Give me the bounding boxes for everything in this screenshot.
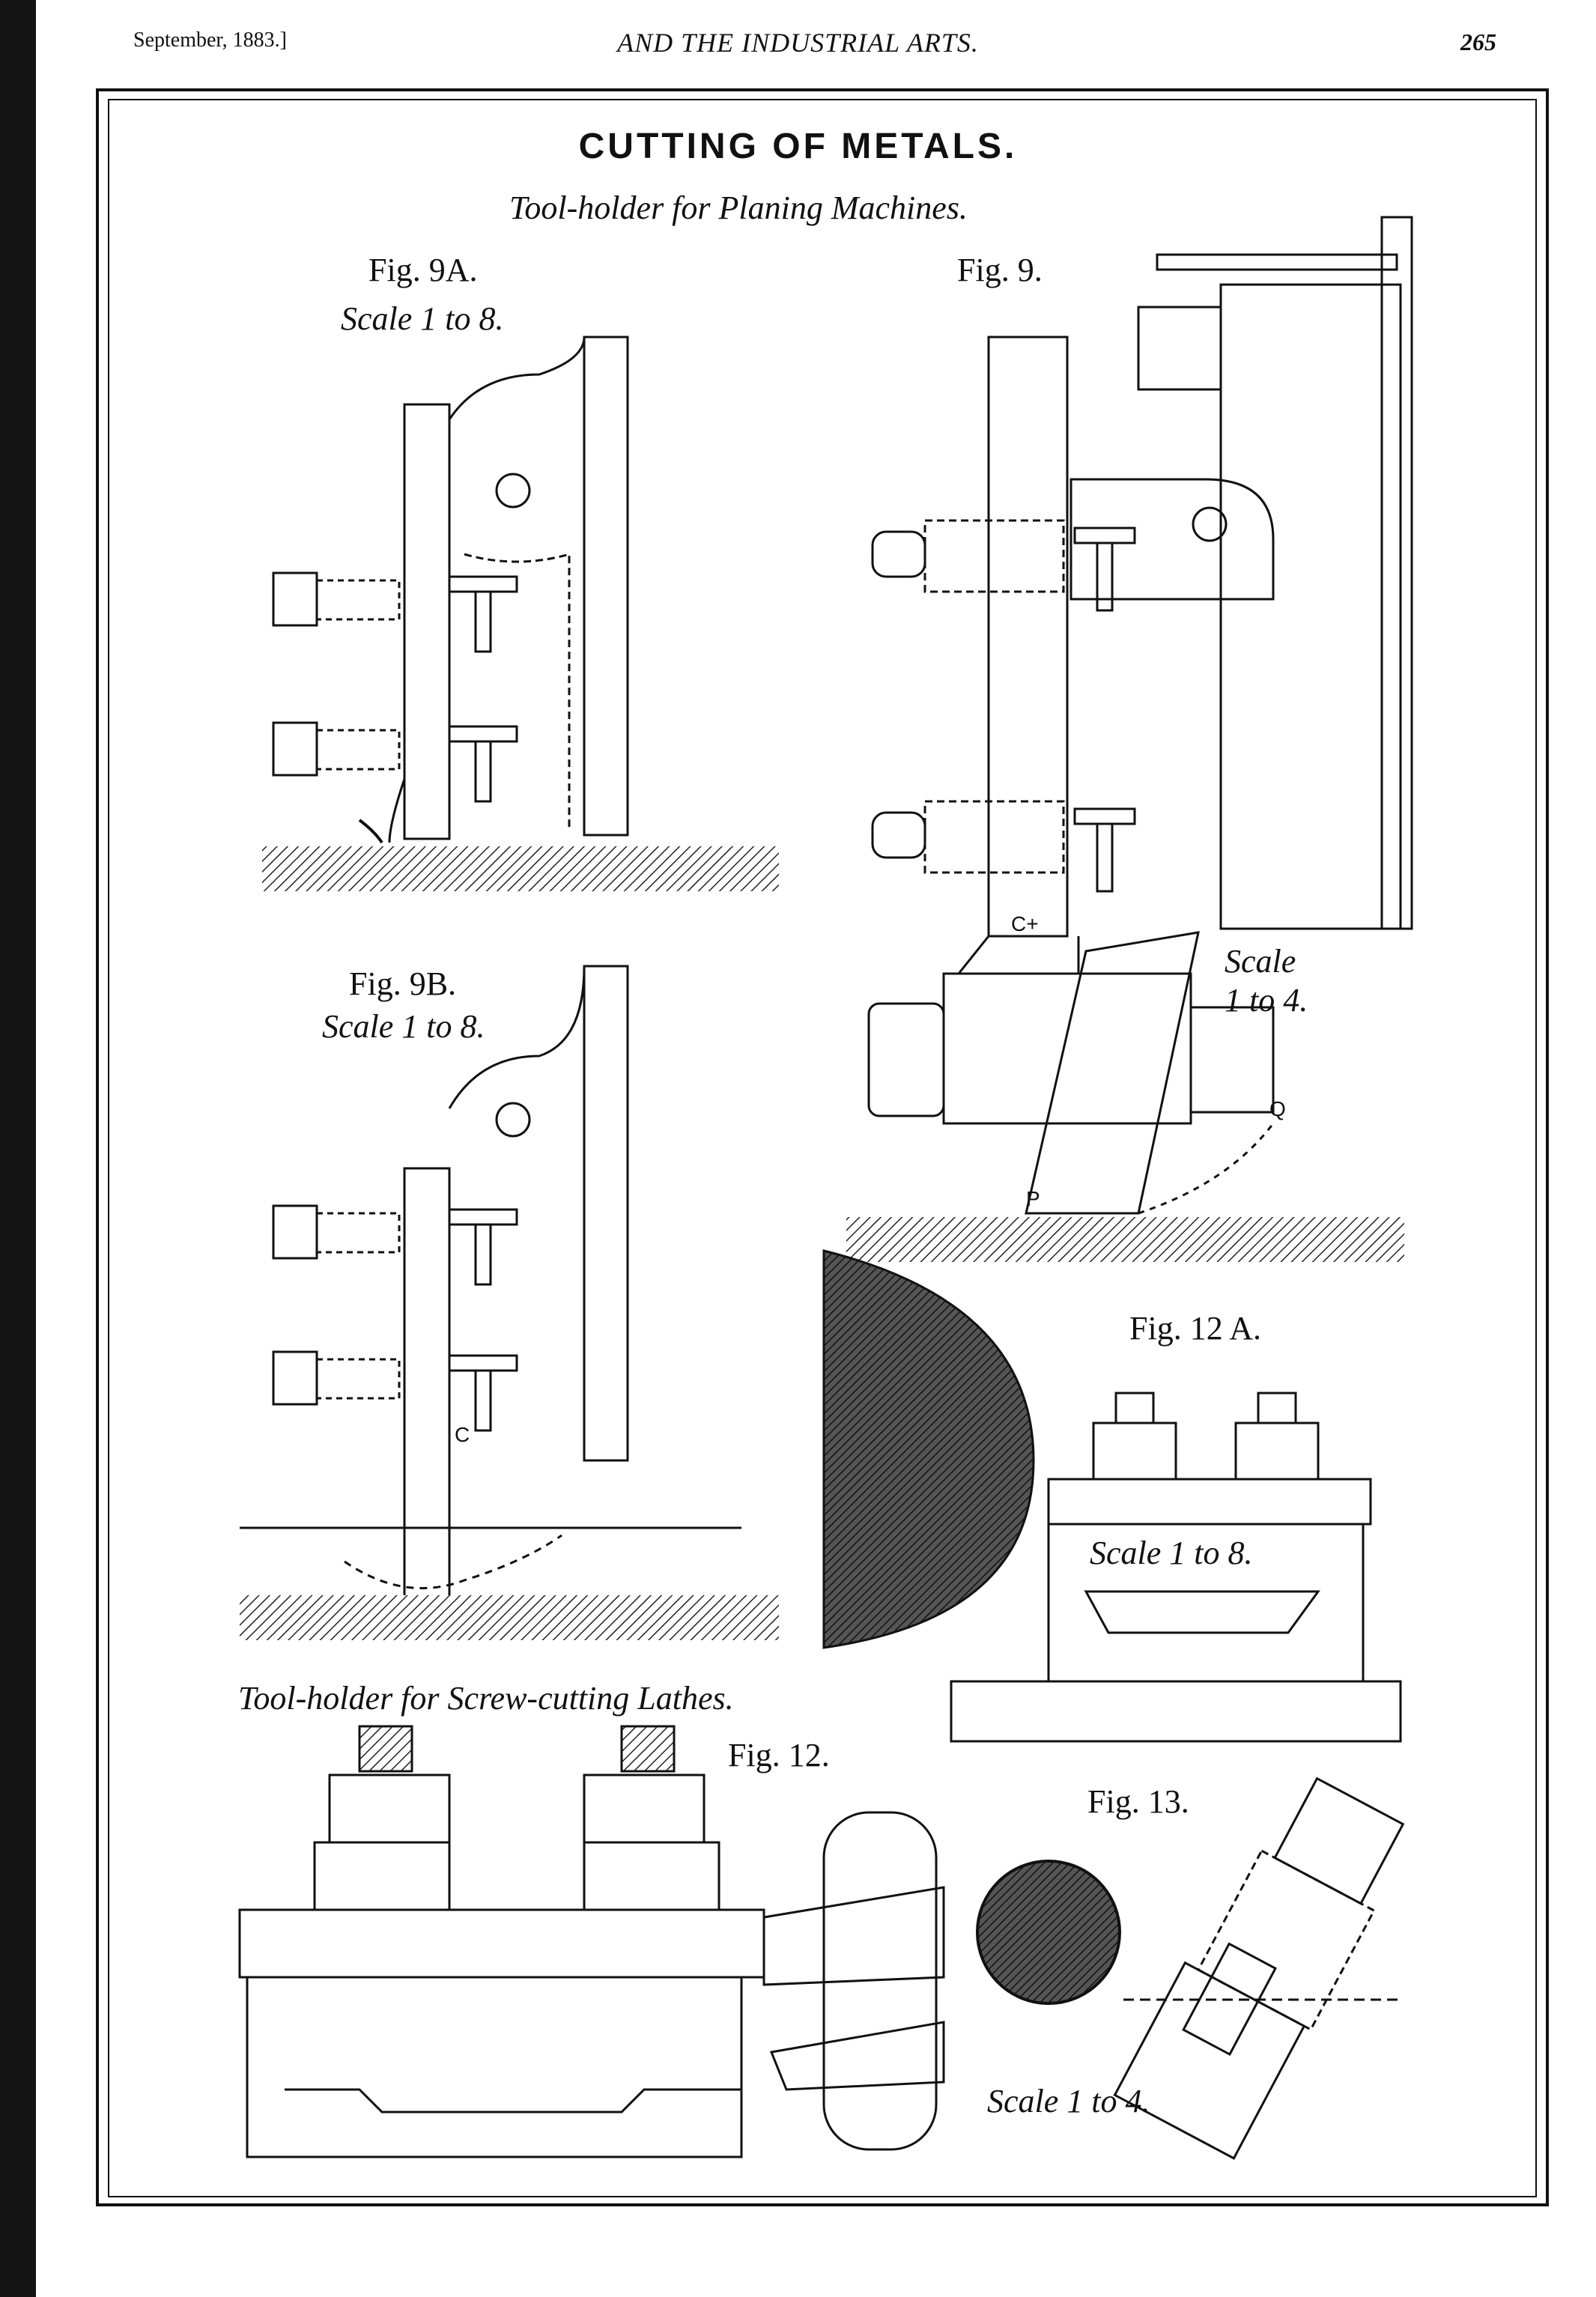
fig9-mark-c-plus: C+ (1011, 912, 1039, 935)
header-running-title: AND THE INDUSTRIAL ARTS. (617, 28, 979, 58)
fig9-label: Fig. 9. (957, 252, 1043, 288)
fig12a-drawing (950, 1392, 1402, 1743)
fig9-workpiece (846, 1217, 1404, 1262)
plate-subtitle-lathes: Tool-holder for Screw-cutting Lathes. (238, 1680, 734, 1717)
fig9a-label: Fig. 9A. (368, 252, 478, 288)
fig9b-label: Fig. 9B. (349, 965, 457, 1002)
fig9-pivot-hole (1192, 506, 1228, 542)
fig9a-pivot-hole (495, 473, 531, 509)
fig12a-work-cylinder (822, 1249, 1035, 1649)
fig9-mark-q: Q (1269, 1097, 1286, 1120)
fig9-bolt-head-lower (871, 811, 926, 859)
fig9b-mark-c: C (455, 1423, 470, 1446)
plate-inner-border (108, 99, 1537, 2197)
fig12-label: Fig. 12. (728, 1737, 830, 1773)
fig13-nut (1273, 1776, 1405, 1905)
fig9-clamp-block (942, 972, 1192, 1125)
fig12-top-plate (238, 1908, 765, 1979)
fig9-top-nut (1137, 306, 1222, 391)
header-page-number: 265 (1460, 28, 1496, 55)
fig9-drawing (867, 216, 1413, 1215)
fig12-holder-body (246, 1976, 743, 2158)
fig12a-base (950, 1680, 1402, 1743)
fig9-scale-line1: Scale (1225, 943, 1296, 980)
fig9b-pivot-hole (495, 1102, 531, 1138)
fig9a-scale: Scale 1 to 8. (341, 300, 504, 337)
fig9-scale-line2: 1 to 4. (1225, 982, 1308, 1019)
fig9a-drawing (272, 336, 629, 844)
fig12a-label: Fig. 12 A. (1129, 1310, 1262, 1347)
fig9b-drawing (240, 965, 741, 1604)
fig9b-workpiece (240, 1595, 779, 1640)
fig9b-bolt-nut-upper (272, 1204, 318, 1260)
fig12-work-cylinder (976, 1860, 1121, 2005)
fig9a-bolt-nut-upper (272, 571, 318, 627)
plate-subtitle-planing: Tool-holder for Planing Machines. (509, 189, 968, 226)
plate-title: CUTTING OF METALS. (578, 127, 1018, 166)
fig12-drawing (238, 1725, 945, 2158)
fig12a-scale: Scale 1 to 8. (1090, 1535, 1253, 1571)
fig12a-top-plate (1047, 1478, 1372, 1526)
fig12a-nut-left (1092, 1421, 1177, 1481)
header-date: September, 1883.] (133, 28, 287, 52)
fig9b-scale: Scale 1 to 8. (322, 1008, 485, 1045)
fig12-tool-clamp (822, 1811, 938, 2151)
binding-edge (0, 0, 36, 2297)
fig12-nut-left (313, 1841, 451, 1911)
plate-outer-border (96, 88, 1549, 2206)
fig9a-clapper-plate (583, 336, 629, 837)
fig9-slide (1219, 283, 1402, 930)
fig13-tool-body (1113, 1961, 1306, 2160)
fig9a-tool-bar (403, 403, 451, 840)
fig9-mark-p: P (1026, 1187, 1040, 1210)
fig12a-nut-right (1234, 1421, 1320, 1481)
fig9-bolt-head-upper (871, 530, 926, 578)
fig13-drawing (1113, 1776, 1405, 2160)
fig9a-bolt-nut-lower (272, 721, 318, 777)
fig13-label: Fig. 13. (1087, 1783, 1189, 1820)
fig12-nut-right (583, 1841, 720, 1911)
fig9a-workpiece (262, 846, 779, 891)
fig9-tool-bar (987, 336, 1069, 938)
fig9-clamp-nut (867, 1002, 945, 1117)
fig9b-clapper-plate (583, 965, 629, 1462)
fig9b-bolt-nut-lower (272, 1350, 318, 1406)
fig9b-tool-bar (403, 1167, 451, 1604)
bottom-scale: Scale 1 to 4. (987, 2083, 1150, 2120)
